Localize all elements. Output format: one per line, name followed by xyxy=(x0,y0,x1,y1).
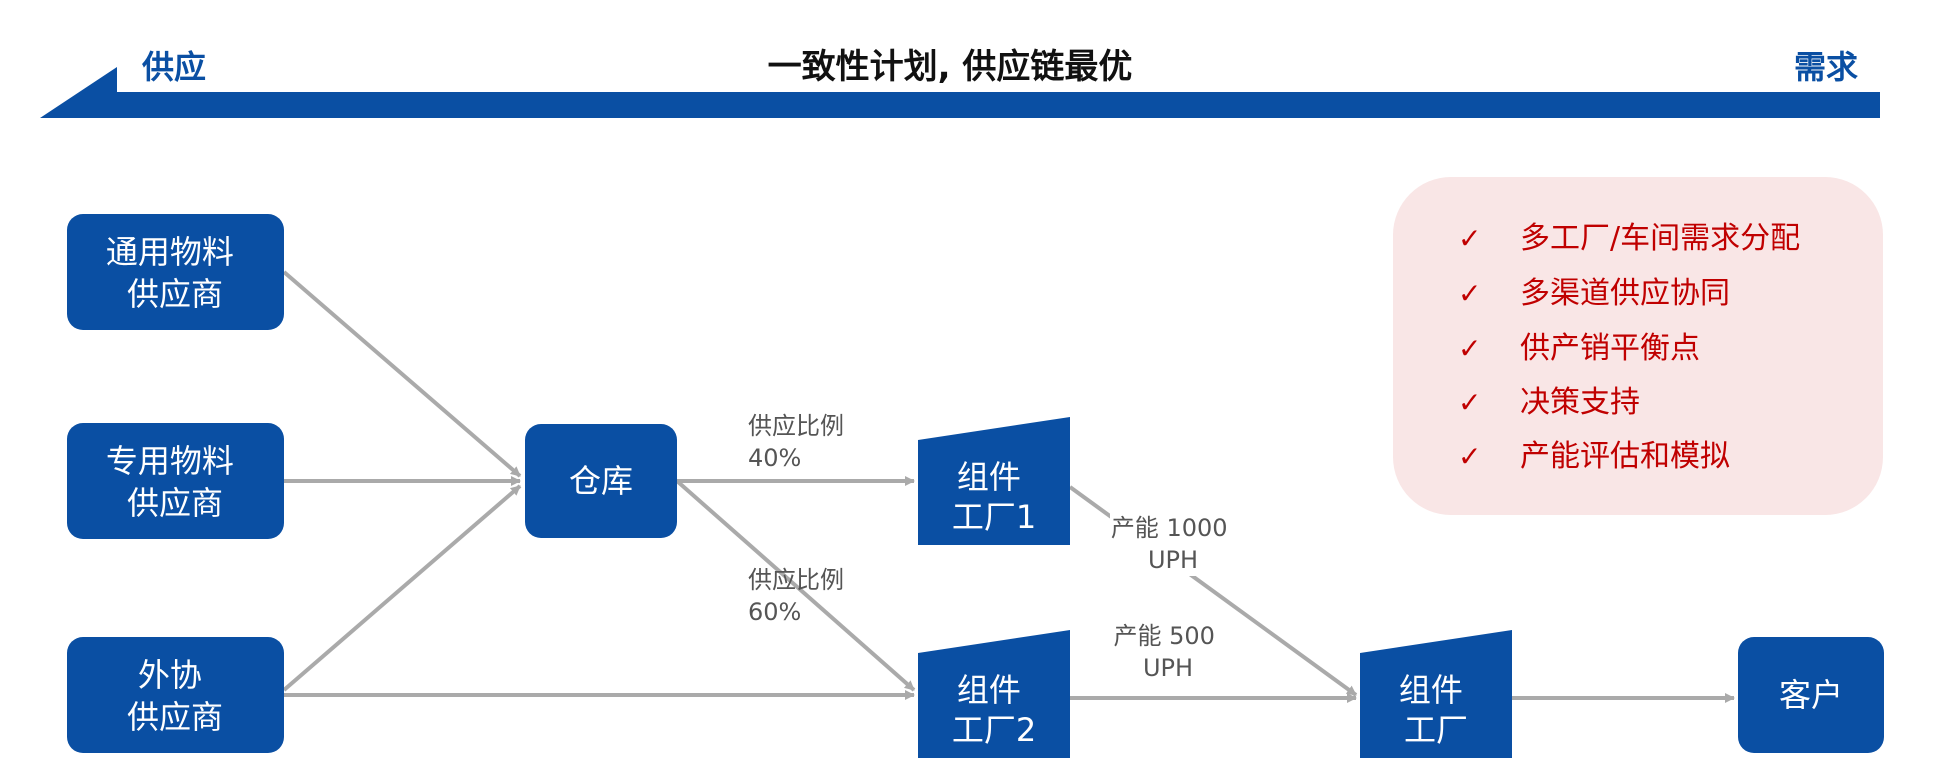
top-banner: 供应 一致性计划, 供应链最优 需求 xyxy=(40,47,1880,118)
node-plant1: 组件 工厂1 xyxy=(918,417,1070,545)
ratio-60-label: 供应比例 60% xyxy=(748,566,852,626)
svg-text:组件 工厂1: 组件 工厂1 xyxy=(952,458,1036,536)
feature-label: 多渠道供应协同 xyxy=(1520,276,1730,311)
svg-text:通用物料 供应商: 通用物料 供应商 xyxy=(106,233,244,313)
edges xyxy=(282,270,1735,703)
capacity-500-label: 产能 500 UPH xyxy=(1113,622,1222,682)
svg-text:组件 工厂2: 组件 工厂2 xyxy=(952,671,1036,749)
check-icon: ✓ xyxy=(1458,332,1481,365)
node-plant: 组件 工厂 xyxy=(1360,630,1512,758)
nodes: 通用物料 供应商 专用物料 供应商 外协 供应商 仓库 组件 xyxy=(67,214,1884,758)
check-icon: ✓ xyxy=(1458,277,1481,310)
check-icon: ✓ xyxy=(1458,386,1481,419)
feature-item: ✓ 多工厂/车间需求分配 xyxy=(1458,221,1800,256)
banner-right-label: 需求 xyxy=(1794,48,1858,86)
svg-text:专用物料 供应商: 专用物料 供应商 xyxy=(106,442,244,522)
svg-text:外协 供应商: 外协 供应商 xyxy=(127,656,223,736)
feature-label: 决策支持 xyxy=(1520,385,1640,420)
banner-title: 一致性计划, 供应链最优 xyxy=(768,47,1133,87)
node-warehouse: 仓库 xyxy=(525,424,677,538)
edge-general-to-warehouse xyxy=(282,270,522,478)
node-special-supplier: 专用物料 供应商 xyxy=(67,423,284,539)
feature-item: ✓ 产能评估和模拟 xyxy=(1458,439,1730,474)
feature-label: 供产销平衡点 xyxy=(1520,331,1700,366)
svg-text:产能 1000 UPH: 产能 1000 UPH xyxy=(1111,514,1235,574)
check-icon: ✓ xyxy=(1458,222,1481,255)
svg-text:组件 工厂: 组件 工厂 xyxy=(1399,671,1473,749)
banner-bar xyxy=(40,67,1880,118)
svg-text:客户: 客户 xyxy=(1779,676,1843,714)
node-plant2: 组件 工厂2 xyxy=(918,630,1070,758)
node-customer: 客户 xyxy=(1738,637,1884,753)
node-general-supplier: 通用物料 供应商 xyxy=(67,214,284,330)
check-icon: ✓ xyxy=(1458,440,1481,473)
feature-label: 多工厂/车间需求分配 xyxy=(1520,221,1800,256)
feature-label: 产能评估和模拟 xyxy=(1520,439,1730,474)
banner-left-label: 供应 xyxy=(142,48,206,86)
svg-text:仓库: 仓库 xyxy=(569,462,633,500)
feature-item: ✓ 供产销平衡点 xyxy=(1458,331,1700,366)
features-panel-bg xyxy=(1393,177,1883,515)
capacity-1000-label: 产能 1000 UPH xyxy=(1110,508,1238,576)
ratio-40-label: 供应比例 40% xyxy=(748,412,852,472)
feature-item: ✓ 决策支持 xyxy=(1458,385,1640,420)
feature-item: ✓ 多渠道供应协同 xyxy=(1458,276,1730,311)
edge-warehouse-to-plant2 xyxy=(675,479,916,692)
edge-labels: 供应比例 40% 供应比例 60% 产能 1000 UPH 产能 500 UPH xyxy=(748,412,1238,682)
edge-outsource-to-warehouse xyxy=(282,484,522,692)
features-panel: ✓ 多工厂/车间需求分配 ✓ 多渠道供应协同 ✓ 供产销平衡点 ✓ 决策支持 ✓… xyxy=(1393,177,1883,515)
node-outsource-supplier: 外协 供应商 xyxy=(67,637,284,753)
